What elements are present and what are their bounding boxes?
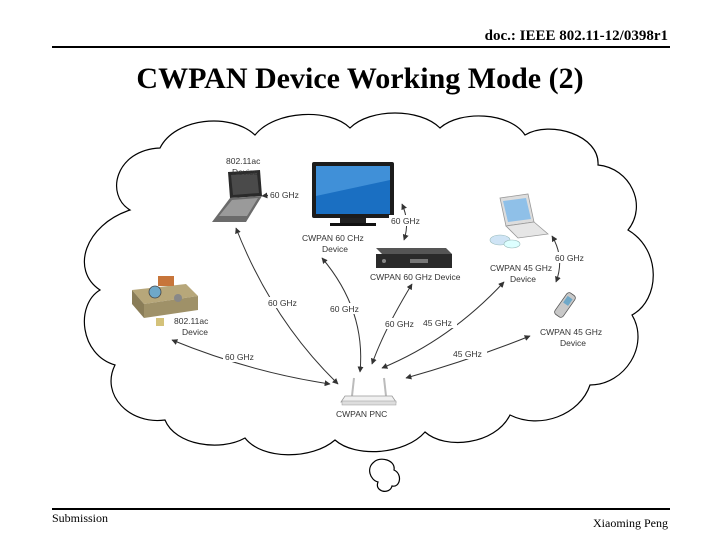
router-label: CWPAN PNC — [336, 409, 387, 419]
laptop-right-icon — [489, 193, 549, 249]
footer-author: Xiaoming Peng — [593, 516, 668, 530]
link-label-laptop-monitor: 60 GHz — [270, 190, 299, 200]
laptop-icon — [212, 170, 262, 222]
monitor-label: CWPAN 60 CHz — [302, 233, 364, 243]
phone-label-2: Device — [560, 338, 586, 348]
laptop-top-label-2: Device — [232, 167, 258, 177]
link-label-laptopright-pnc: 45 GHz — [423, 318, 452, 328]
laptop-right-label-2: Device — [510, 274, 536, 284]
settop-label: CWPAN 60 GHz Device — [370, 272, 461, 282]
router-icon — [340, 377, 397, 406]
arrow-monitor-pnc — [321, 257, 364, 373]
doc-id: doc.: IEEE 802.11-12/0398r1 — [484, 28, 668, 44]
monitor-label-2: Device — [322, 244, 348, 254]
link-labels: 60 GHz 60 GHz 60 GHz 60 GHz 60 GHz 60 GH… — [223, 189, 589, 362]
link-label-phone-pnc: 45 GHz — [453, 349, 482, 359]
laptop-right-label: CWPAN 45 GHz — [490, 263, 552, 273]
header-rule — [52, 46, 670, 48]
link-label-monitor-settop: 60 GHz — [391, 216, 420, 226]
projector-label: 802.11ac — [174, 316, 209, 326]
phone-icon — [554, 292, 576, 318]
thought-cloud — [83, 112, 654, 456]
link-label-monitor-pnc: 60 GHz — [330, 304, 359, 314]
link-label-projector-pnc: 60 GHz — [225, 352, 254, 362]
settop-box-icon — [376, 248, 452, 268]
monitor-icon — [312, 162, 394, 226]
projector-label-2: Device — [182, 327, 208, 337]
projector-icon — [132, 276, 198, 326]
footer-submission: Submission — [52, 511, 109, 525]
footer-rule — [52, 508, 670, 510]
laptop-top-label: 802.11ac — [226, 156, 261, 166]
link-label-laptopright-phone: 60 GHz — [555, 253, 584, 263]
arrow-projector-pnc — [171, 339, 331, 387]
arrow-laptopright-pnc — [381, 281, 505, 369]
thought-bubble — [369, 458, 401, 492]
phone-label: CWPAN 45 GHz — [540, 327, 602, 337]
slide-title: CWPAN Device Working Mode (2) — [136, 62, 584, 95]
link-label-laptop-pnc: 60 GHz — [268, 298, 297, 308]
link-label-settop-pnc: 60 GHz — [385, 319, 414, 329]
